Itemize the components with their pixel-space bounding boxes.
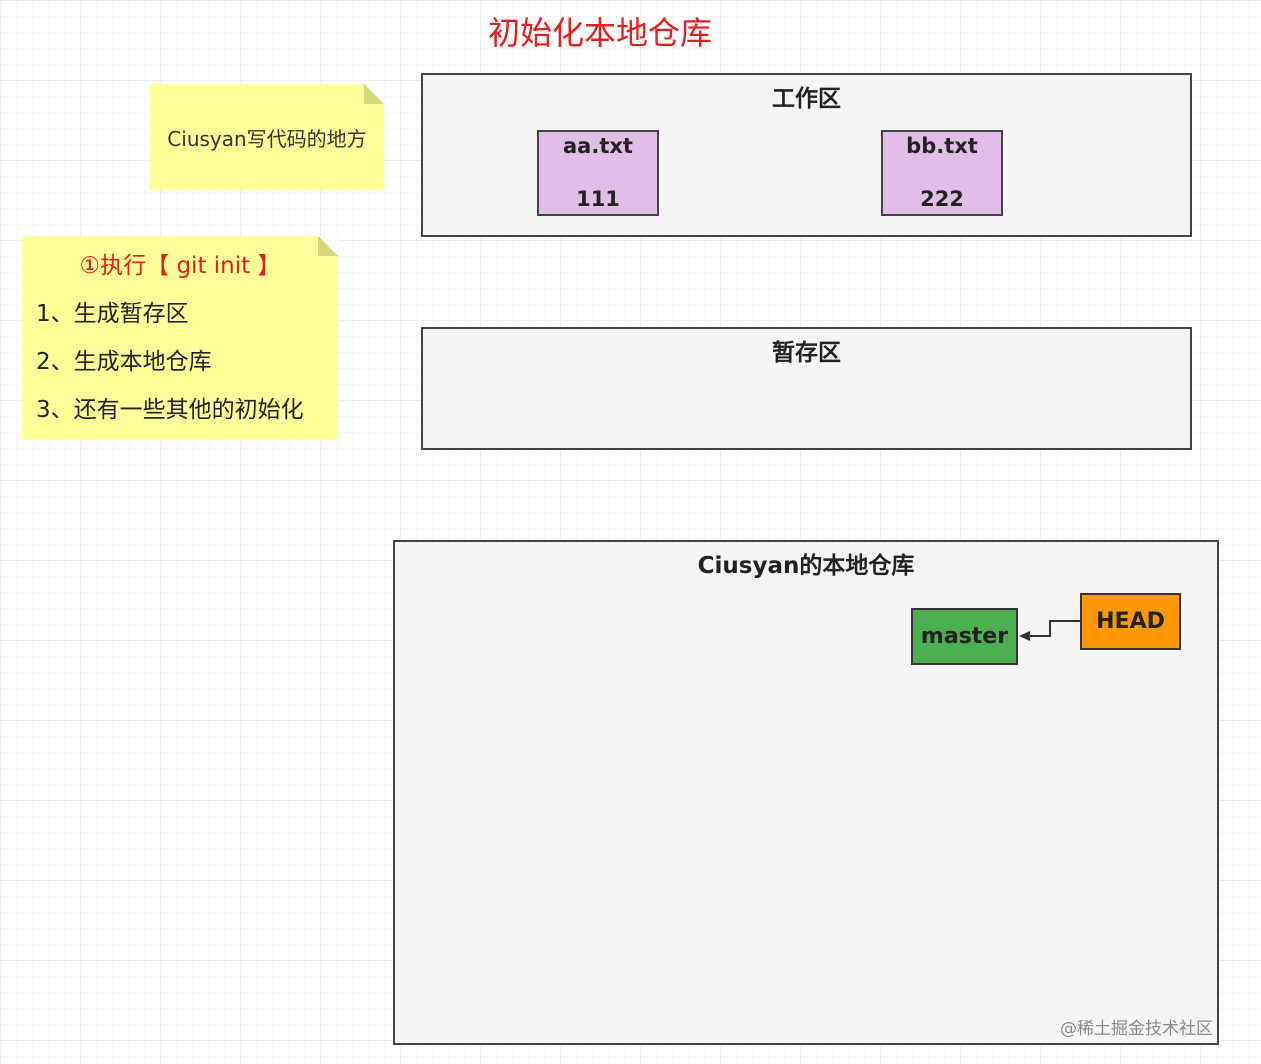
file-aa-txt: aa.txt 111 bbox=[537, 130, 659, 216]
master-branch-box: master bbox=[911, 608, 1018, 665]
init-step-1: 1、生成暂存区 bbox=[36, 301, 189, 327]
file-name: aa.txt bbox=[563, 134, 633, 158]
file-bb-txt: bb.txt 222 bbox=[881, 130, 1003, 216]
git-init-sticky-note: ①执行【 git init 】 1、生成暂存区 2、生成本地仓库 3、还有一些其… bbox=[22, 236, 338, 440]
head-pointer-label: HEAD bbox=[1096, 609, 1165, 634]
working-directory-title: 工作区 bbox=[772, 86, 841, 112]
staging-area-zone: 暂存区 bbox=[421, 327, 1192, 450]
staging-area-title: 暂存区 bbox=[772, 340, 841, 366]
watermark: @稀土掘金技术社区 bbox=[1060, 1019, 1213, 1039]
file-name: bb.txt bbox=[906, 134, 978, 158]
workspace-note-text: Ciusyan写代码的地方 bbox=[167, 126, 367, 151]
init-step-2: 2、生成本地仓库 bbox=[36, 349, 212, 375]
workspace-sticky-note: Ciusyan写代码的地方 bbox=[150, 84, 384, 190]
working-directory-zone: 工作区 aa.txt 111 bb.txt 222 bbox=[421, 73, 1192, 237]
note-fold-corner bbox=[364, 84, 384, 104]
head-pointer-box: HEAD bbox=[1080, 593, 1181, 650]
head-to-master-arrow bbox=[1019, 620, 1080, 641]
local-repository-title: Ciusyan的本地仓库 bbox=[697, 553, 915, 579]
file-content: 222 bbox=[920, 187, 964, 211]
note-fold-corner bbox=[318, 236, 338, 256]
git-init-heading: ①执行【 git init 】 bbox=[79, 253, 281, 279]
init-step-3: 3、还有一些其他的初始化 bbox=[36, 397, 304, 423]
diagram-title: 初始化本地仓库 bbox=[487, 14, 712, 52]
master-branch-label: master bbox=[920, 624, 1009, 649]
file-content: 111 bbox=[576, 187, 620, 211]
